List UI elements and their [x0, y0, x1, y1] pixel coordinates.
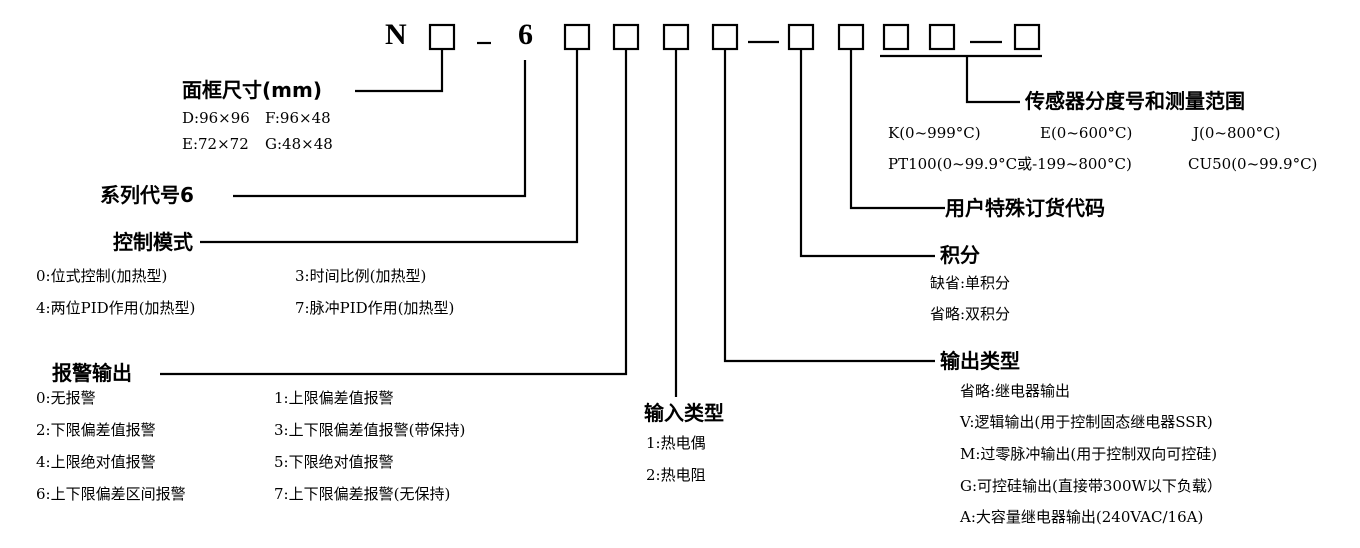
code-box-alarm: [612, 23, 640, 51]
control-opt-4: 4:两位PID作用(加热型): [36, 299, 196, 317]
output-opt-g: G:可控硅输出(直接带300W以下负载）: [960, 477, 1222, 495]
leader-custom: [849, 49, 945, 210]
output-opt-m: M:过零脉冲输出(用于控制双向可控硅): [960, 445, 1218, 463]
leader-series: [233, 60, 527, 198]
code-box-sensor-3: [1013, 23, 1041, 51]
panel-opt-g: G:48×48: [265, 135, 333, 153]
leader-panel: [355, 49, 444, 93]
sensor-range-title: 传感器分度号和测量范围: [1025, 89, 1245, 113]
leader-alarm: [160, 49, 628, 376]
alarm-opt-1: 1:上限偏差值报警: [274, 389, 394, 407]
custom-order-code-title: 用户特殊订货代码: [945, 196, 1105, 220]
control-mode-title: 控制模式: [113, 230, 193, 254]
sensor-opt-e: E(0~600°C): [1040, 124, 1133, 142]
sensor-opt-k: K(0~999°C): [888, 124, 981, 142]
series-code-title: 系列代号6: [100, 183, 194, 207]
control-opt-0: 0:位式控制(加热型): [36, 267, 168, 285]
alarm-opt-7: 7:上下限偏差报警(无保持): [274, 485, 451, 503]
input-opt-2: 2:热电阻: [646, 466, 706, 484]
panel-opt-e: E:72×72: [182, 135, 249, 153]
integral-opt-double: 省略:双积分: [930, 305, 1011, 323]
alarm-opt-3: 3:上下限偏差值报警(带保持): [274, 421, 466, 439]
alarm-opt-2: 2:下限偏差值报警: [36, 421, 156, 439]
alarm-opt-4: 4:上限绝对值报警: [36, 453, 156, 471]
integral-title: 积分: [940, 243, 980, 267]
output-type-title: 输出类型: [940, 349, 1020, 373]
code-box-control: [563, 23, 591, 51]
leader-control: [200, 49, 579, 244]
code-box-custom: [837, 23, 865, 51]
alarm-opt-6: 6:上下限偏差区间报警: [36, 485, 186, 503]
output-opt-default: 省略:继电器输出: [960, 382, 1071, 400]
sensor-opt-cu50: CU50(0~99.9°C): [1188, 155, 1318, 173]
control-opt-3: 3:时间比例(加热型): [295, 267, 427, 285]
panel-opt-f: F:96×48: [265, 109, 331, 127]
leader-sensor: [965, 56, 1020, 104]
leader-output: [723, 49, 935, 363]
output-opt-a: A:大容量继电器输出(240VAC/16A): [960, 508, 1204, 526]
sensor-opt-j: J(0~800°C): [1193, 124, 1281, 142]
code-box-panel: [428, 23, 456, 51]
sensor-opt-pt100: PT100(0~99.9°C或-199~800°C): [888, 155, 1132, 173]
code-box-integral: [787, 23, 815, 51]
leader-integral: [799, 49, 935, 258]
panel-size-title: 面框尺寸(mm): [182, 78, 322, 102]
input-type-title: 输入类型: [644, 401, 724, 425]
code-letter-n: N: [385, 18, 407, 51]
alarm-opt-5: 5:下限绝对值报警: [274, 453, 394, 471]
integral-opt-single: 缺省:单积分: [930, 274, 1011, 292]
code-box-output: [711, 23, 739, 51]
control-opt-7: 7:脉冲PID作用(加热型): [295, 299, 455, 317]
panel-opt-d: D:96×96: [182, 109, 250, 127]
code-box-sensor-1: [882, 23, 910, 51]
code-box-sensor-2: [928, 23, 956, 51]
code-box-input: [662, 23, 690, 51]
input-opt-1: 1:热电偶: [646, 434, 706, 452]
code-digit-6: 6: [518, 18, 533, 51]
alarm-opt-0: 0:无报警: [36, 389, 96, 407]
output-opt-v: V:逻辑输出(用于控制固态继电器SSR): [960, 413, 1213, 431]
alarm-output-title: 报警输出: [52, 361, 132, 385]
